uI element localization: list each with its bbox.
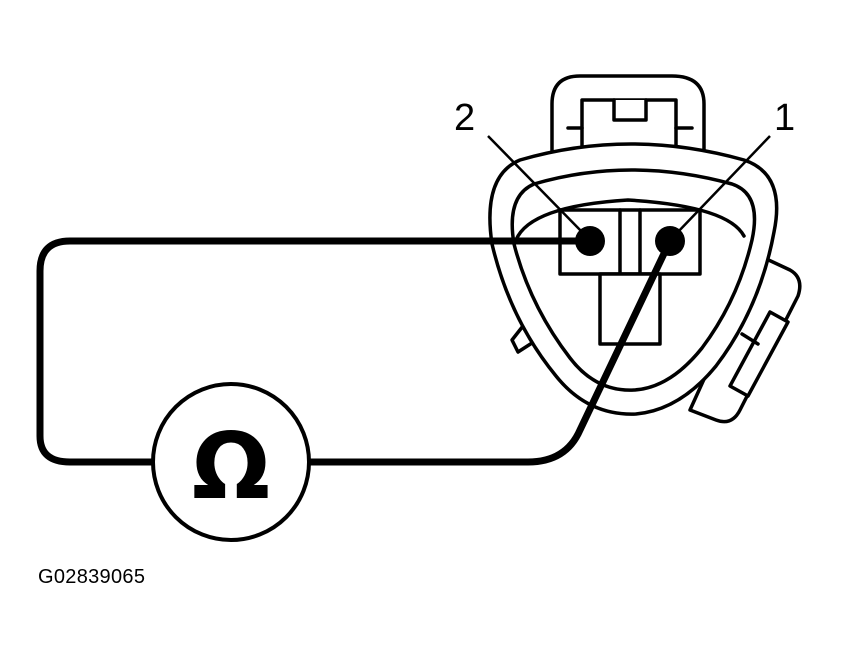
latch-slot-divider — [740, 332, 760, 346]
terminal-cavity-arch — [514, 198, 746, 242]
leader-line-terminal-1 — [675, 135, 771, 235]
connector-side-latch — [688, 254, 802, 424]
test-leads — [36, 237, 674, 466]
ohmmeter-icon: Ω — [151, 382, 311, 542]
test-lead-terminal-2 — [36, 237, 594, 466]
test-lead-terminal-1 — [306, 237, 674, 466]
figure-id: G02839065 — [38, 566, 146, 588]
sensor-connector — [488, 74, 802, 424]
ohm-symbol: Ω — [192, 413, 270, 520]
terminal-1-label: 1 — [774, 97, 795, 139]
terminal-2-label: 2 — [454, 97, 475, 139]
clip-tab — [612, 98, 648, 122]
leader-line-terminal-2 — [487, 135, 585, 235]
ohmmeter-body — [151, 382, 311, 542]
label-leaders — [487, 135, 771, 235]
latch-slot — [728, 310, 790, 398]
